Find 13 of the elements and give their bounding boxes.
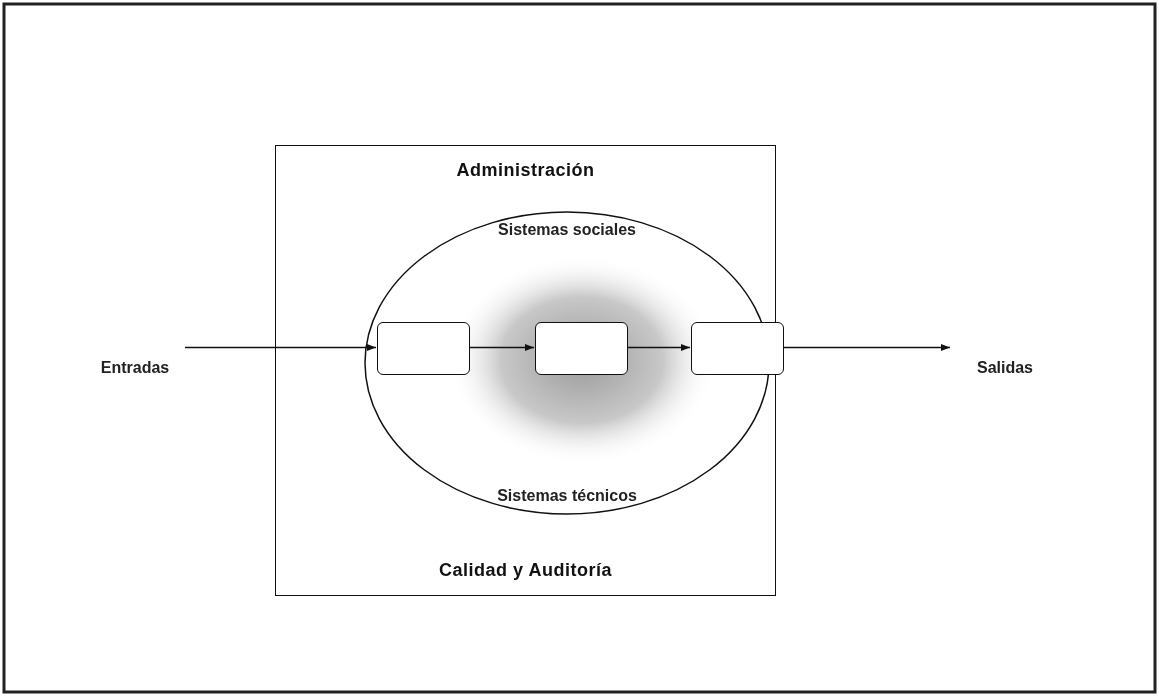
flow-label: Salidas — [977, 359, 1033, 377]
arrow — [626, 343, 691, 352]
top-label: Sistemas sociales — [497, 221, 637, 239]
process-box — [535, 322, 628, 375]
system-heading: Administración — [455, 160, 596, 181]
arrow — [468, 343, 535, 352]
arrow — [184, 343, 377, 352]
system-footer: Calidad y Auditoría — [276, 560, 775, 581]
arrow — [782, 343, 951, 352]
process-box — [691, 322, 784, 375]
flow-label: Entradas — [100, 359, 170, 377]
bottom-label: Sistemas técnicos — [496, 487, 638, 505]
process-box — [377, 322, 470, 375]
